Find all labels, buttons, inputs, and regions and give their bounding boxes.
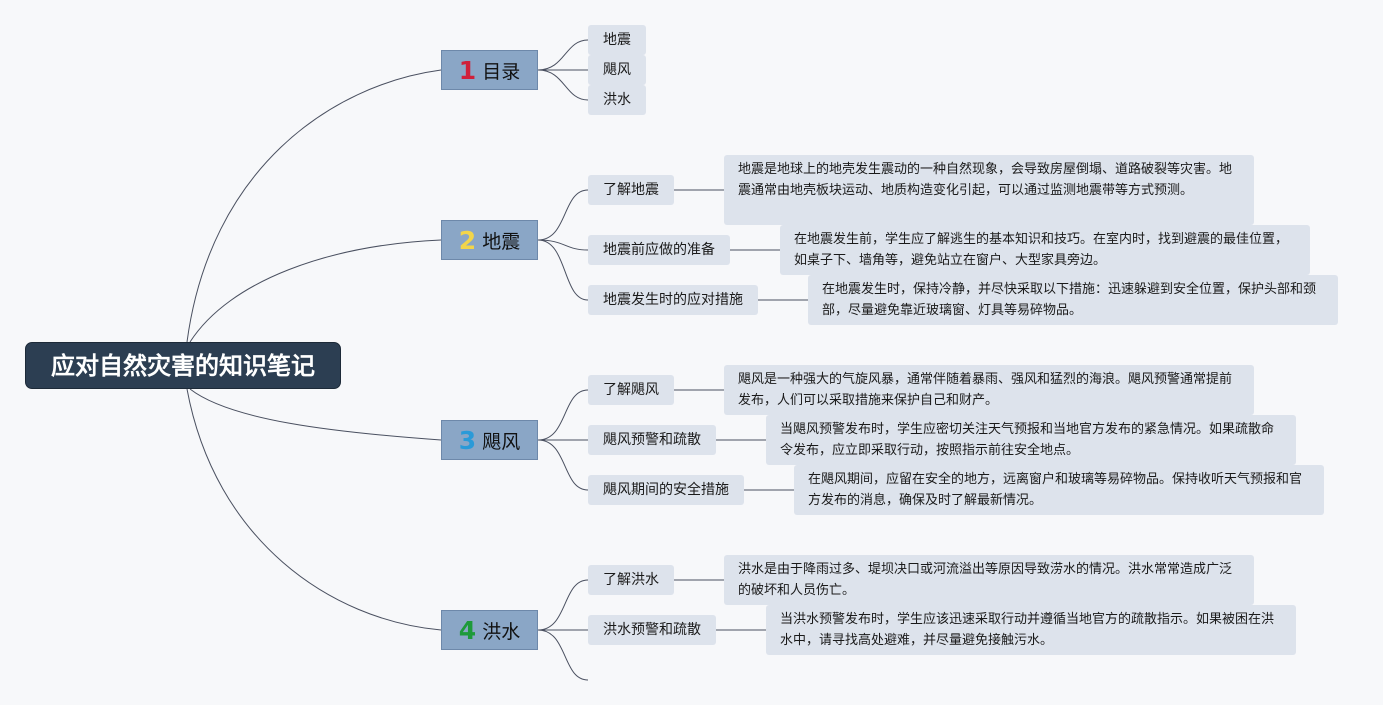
note-earthquake-response: 在地震发生时，保持冷静，并尽快采取以下措施：迅速躲避到安全位置，保护头部和颈部，…	[808, 275, 1338, 325]
topic-number: 1	[458, 55, 477, 85]
topic-label: 地震	[482, 230, 521, 253]
subtopic-flood-about[interactable]: 了解洪水	[588, 565, 674, 595]
note-hurricane-about: 飓风是一种强大的气旋风暴，通常伴随着暴雨、强风和猛烈的海浪。飓风预警通常提前发布…	[724, 365, 1254, 415]
note-flood-warning: 当洪水预警发布时，学生应该迅速采取行动并遵循当地官方的疏散指示。如果被困在洪水中…	[766, 605, 1296, 655]
connector-root-earthquake	[189, 239, 442, 343]
topic-label: 飓风	[482, 430, 521, 453]
connector-root-toc	[186, 69, 442, 343]
subtopic-hurricane-safety[interactable]: 飓风期间的安全措施	[588, 475, 744, 505]
connector-root-flood	[186, 388, 442, 631]
connector-root-hurricane	[189, 388, 442, 441]
note-hurricane-warning: 当飓风预警发布时，学生应密切关注天气预报和当地官方发布的紧急情况。如果疏散命令发…	[766, 415, 1296, 465]
topic-earthquake[interactable]: 2 地震	[441, 220, 538, 260]
subtopic-earthquake-about[interactable]: 了解地震	[588, 175, 674, 205]
topic-number: 4	[458, 615, 477, 645]
toc-item-flood[interactable]: 洪水	[588, 85, 646, 115]
subtopic-hurricane-warning[interactable]: 飓风预警和疏散	[588, 425, 716, 455]
topic-number: 3	[458, 425, 477, 455]
subtopic-earthquake-response[interactable]: 地震发生时的应对措施	[588, 285, 758, 315]
topic-label: 洪水	[482, 620, 521, 643]
topic-number: 2	[458, 225, 477, 255]
note-flood-about: 洪水是由于降雨过多、堤坝决口或河流溢出等原因导致涝水的情况。洪水常常造成广泛的破…	[724, 555, 1254, 605]
toc-item-earthquake[interactable]: 地震	[588, 25, 646, 55]
subtopic-hurricane-about[interactable]: 了解飓风	[588, 375, 674, 405]
subtopic-flood-warning[interactable]: 洪水预警和疏散	[588, 615, 716, 645]
topic-hurricane[interactable]: 3 飓风	[441, 420, 538, 460]
note-hurricane-safety: 在飓风期间，应留在安全的地方，远离窗户和玻璃等易碎物品。保持收听天气预报和官方发…	[794, 465, 1324, 515]
topic-toc[interactable]: 1 目录	[441, 50, 538, 90]
note-earthquake-prepare: 在地震发生前，学生应了解逃生的基本知识和技巧。在室内时，找到避震的最佳位置，如桌…	[780, 225, 1310, 275]
topic-label: 目录	[482, 60, 521, 83]
toc-item-hurricane[interactable]: 飓风	[588, 55, 646, 85]
note-earthquake-about: 地震是地球上的地壳发生震动的一种自然现象，会导致房屋倒塌、道路破裂等灾害。地震通…	[724, 155, 1254, 225]
subtopic-earthquake-prepare[interactable]: 地震前应做的准备	[588, 235, 730, 265]
topic-flood[interactable]: 4 洪水	[441, 610, 538, 650]
root-topic[interactable]: 应对自然灾害的知识笔记	[25, 342, 341, 389]
